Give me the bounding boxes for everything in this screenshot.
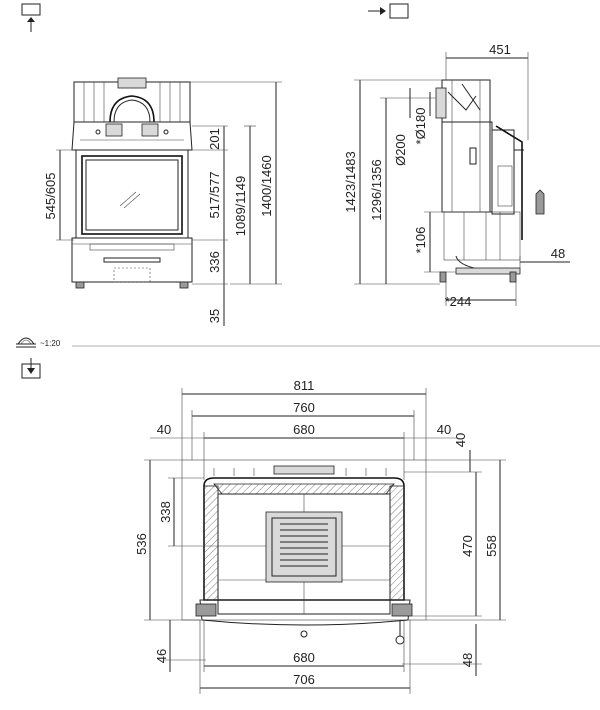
dim-front-1400: 1400/1460 [259, 155, 274, 216]
front-view [71, 77, 193, 289]
dim-side-451: 451 [489, 42, 511, 57]
dim-front-35: 35 [207, 309, 222, 323]
dim-side-244: *244 [445, 294, 472, 309]
dim-side-1296: 1296/1356 [369, 159, 384, 220]
dim-side-d180: *Ø180 [413, 108, 428, 145]
dim-top-811: 811 [294, 378, 315, 393]
dim-top-48: 48 [460, 653, 475, 667]
dim-top-680-bottom: 680 [293, 650, 315, 665]
dim-top-680-top: 680 [293, 422, 315, 437]
dim-top-40-left: 40 [157, 422, 171, 437]
top-dimensions: 811 760 680 40 40 40 536 338 470 558 46 … [134, 378, 506, 694]
side-dimensions: 451 1423/1483 1296/1356 Ø200 *Ø180 *106 … [343, 42, 570, 309]
dim-front-1089: 1089/1149 [233, 176, 248, 237]
dim-side-1423: 1423/1483 [343, 151, 358, 212]
scale-label: ~1:20 [40, 339, 61, 348]
dim-front-201: 201 [207, 128, 222, 150]
side-view [435, 79, 545, 283]
dim-side-d200: Ø200 [393, 134, 408, 166]
dim-top-46: 46 [154, 649, 169, 663]
dim-top-706: 706 [293, 672, 315, 687]
dim-front-517: 517/577 [207, 172, 222, 219]
view-from-front-icon [21, 3, 41, 32]
scale-icon [16, 337, 36, 348]
view-from-top-icon [21, 358, 41, 379]
top-view [181, 459, 427, 645]
dim-top-470: 470 [460, 535, 475, 557]
dim-front-left: 545/605 [43, 173, 58, 220]
dim-side-48: 48 [551, 246, 565, 261]
dim-side-106: *106 [413, 227, 428, 254]
dim-front-336: 336 [207, 251, 222, 273]
dim-top-536: 536 [134, 533, 149, 555]
dim-top-338: 338 [158, 501, 173, 523]
dim-top-760: 760 [293, 400, 315, 415]
view-from-side-icon [368, 3, 409, 19]
dim-top-40-right: 40 [437, 422, 451, 437]
front-dimensions: 545/605 201 517/577 336 35 1089/1149 140… [43, 81, 282, 326]
dim-top-558: 558 [484, 535, 499, 557]
dim-top-40-vert: 40 [453, 433, 468, 447]
